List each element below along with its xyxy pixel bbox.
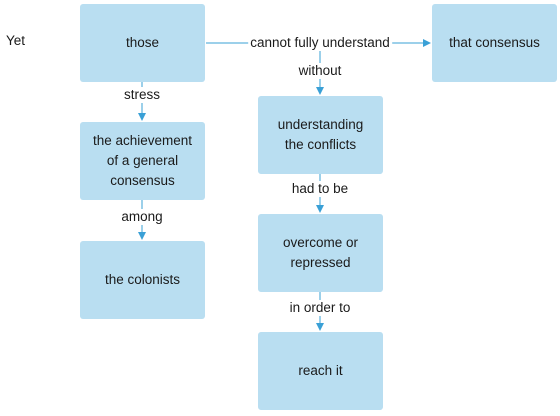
edge-label-had-to-be: had to be [289, 181, 351, 197]
intro-text: Yet [6, 33, 26, 48]
edge-label-without: without [296, 63, 344, 79]
edge-label-in-order-to: in order to [287, 300, 353, 316]
node-colonists: the colonists [80, 241, 205, 319]
node-overcome: overcome or repressed [258, 214, 383, 292]
node-achievement: the achievement of a general consensus [80, 122, 205, 200]
node-understanding: understanding the conflicts [258, 96, 383, 174]
edge-label-among: among [119, 209, 165, 225]
edge-label-stress: stress [121, 87, 163, 103]
node-reach-it: reach it [258, 332, 383, 410]
node-those: those [80, 4, 205, 82]
edge-label-cannot-fully-understand: cannot fully understand [248, 35, 392, 51]
node-that-consensus: that consensus [432, 4, 557, 82]
